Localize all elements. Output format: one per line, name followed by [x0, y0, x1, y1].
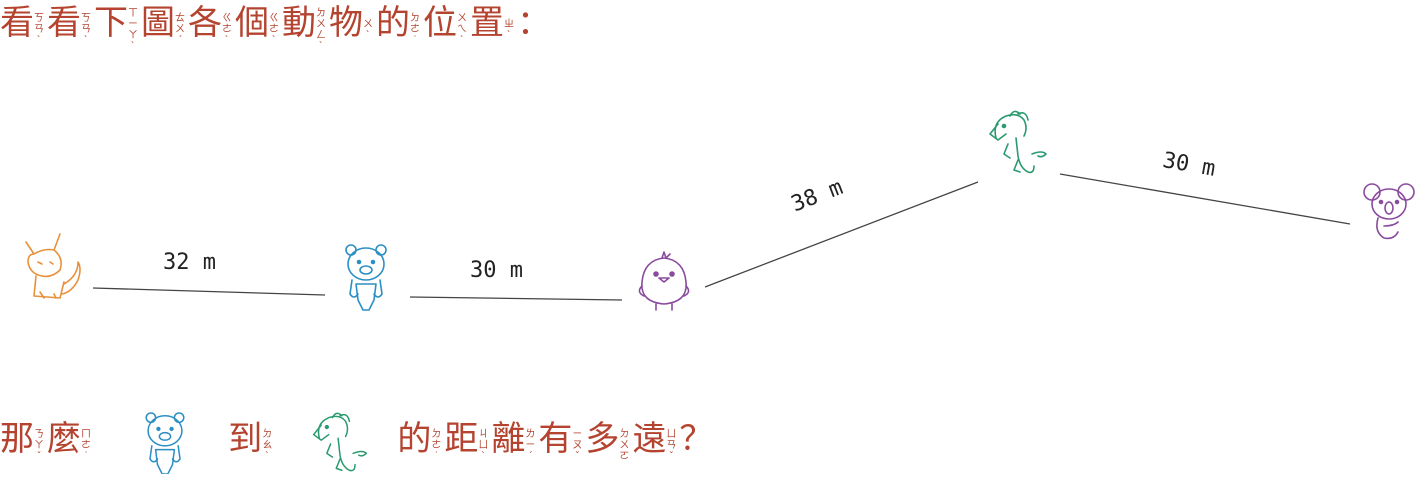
hanzi-char: 的: [376, 3, 410, 43]
hanzi-char: ？: [679, 418, 714, 459]
hanzi-char: 圖: [141, 3, 175, 43]
horse-icon: [310, 412, 370, 478]
hanzi-char: 位: [423, 3, 457, 43]
fox-icon: [25, 233, 81, 299]
bear-icon: [143, 412, 187, 478]
line-fox-bear: [92, 287, 326, 296]
bear-icon: [345, 244, 387, 311]
hanzi-char: 物: [329, 3, 363, 43]
hanzi-char: 距: [444, 418, 479, 459]
hanzi-char: ：: [517, 3, 551, 43]
zhuyin-annotation: ㄉㄜ˙: [410, 13, 420, 46]
horse-icon: [989, 110, 1047, 174]
hanzi-char: 麼: [47, 418, 81, 459]
zhuyin-annotation: ㄉㄨㄛ: [619, 428, 630, 462]
hanzi-char: 離: [491, 418, 526, 459]
distance-label-bear-chick: 30 m: [470, 258, 523, 283]
koala-icon: [1363, 183, 1415, 240]
hanzi-char: 看: [0, 3, 34, 43]
hanzi-char: 多: [585, 418, 620, 459]
hanzi-char: 個: [235, 3, 269, 43]
line-bear-chick: [409, 296, 623, 301]
zhuyin-annotation: ㄇㄜ˙: [81, 428, 91, 462]
hanzi-char: 遠: [632, 418, 667, 459]
chick-icon: [638, 251, 690, 311]
zhuyin-annotation: ㄉㄜ˙: [431, 428, 442, 462]
hanzi-char: 下: [94, 3, 128, 43]
hanzi-char: 動: [282, 3, 316, 43]
distance-label-fox-bear: 32 m: [163, 250, 216, 275]
hanzi-char: 到: [228, 418, 263, 459]
hanzi-char: 看: [47, 3, 81, 43]
hanzi-char: 各: [188, 3, 222, 43]
hanzi-char: 那: [0, 418, 34, 459]
line-horse-koala: [1059, 173, 1351, 225]
hanzi-char: 置: [470, 3, 504, 43]
line-chick-horse: [704, 181, 979, 288]
hanzi-char: 有: [538, 418, 573, 459]
hanzi-char: 的: [397, 418, 432, 459]
